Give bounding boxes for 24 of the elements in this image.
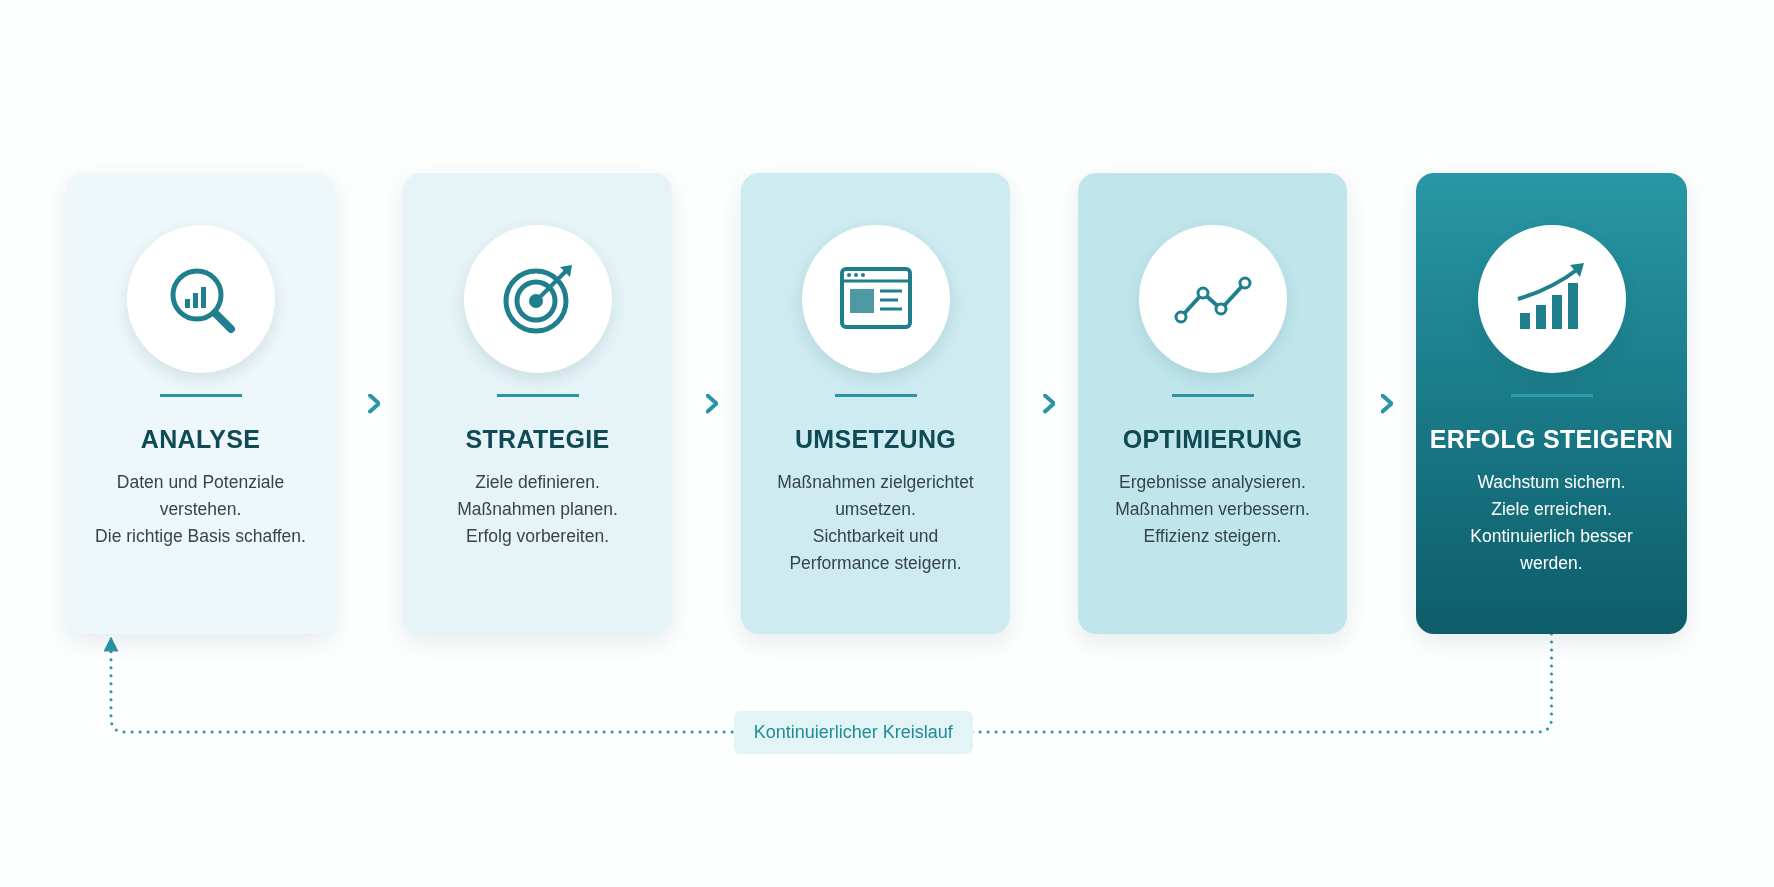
step-title: STRATEGIE (464, 425, 611, 454)
step-description: Erfolg vorbereiten. (465, 525, 610, 548)
step-description: Sichtbarkeit und Performance steigern. (788, 525, 963, 575)
step-title: OPTIMIERUNG (1121, 425, 1304, 454)
step-card (403, 173, 672, 634)
edge-label: Kontinuierlicher Kreislauf (733, 710, 973, 754)
step-description: Effizienz steigern. (1142, 525, 1283, 548)
step-title: ANALYSE (139, 425, 262, 454)
step-description: Maßnahmen planen. (456, 498, 619, 521)
step-title: UMSETZUNG (794, 425, 957, 454)
step-description: Ziele definieren. (474, 471, 601, 494)
step-card (1416, 173, 1687, 634)
step-description: Wachstum sichern. (1476, 471, 1627, 494)
step-card (1078, 173, 1347, 634)
step-card (66, 173, 335, 634)
step-title: ERFOLG STEIGERN (1428, 425, 1675, 454)
step-description: Ziele erreichen. (1490, 498, 1613, 521)
step-description: Kontinuierlich besser werden. (1469, 525, 1634, 575)
step-description: Maßnahmen verbessern. (1114, 498, 1311, 521)
step-description: Ergebnisse analysieren. (1118, 471, 1307, 494)
step-description: Daten und Potenziale verstehen. (115, 471, 286, 521)
step-description: Maßnahmen zielgerichtet umsetzen. (776, 471, 975, 521)
step-card (741, 173, 1010, 634)
step-description: Die richtige Basis schaffen. (94, 525, 307, 548)
